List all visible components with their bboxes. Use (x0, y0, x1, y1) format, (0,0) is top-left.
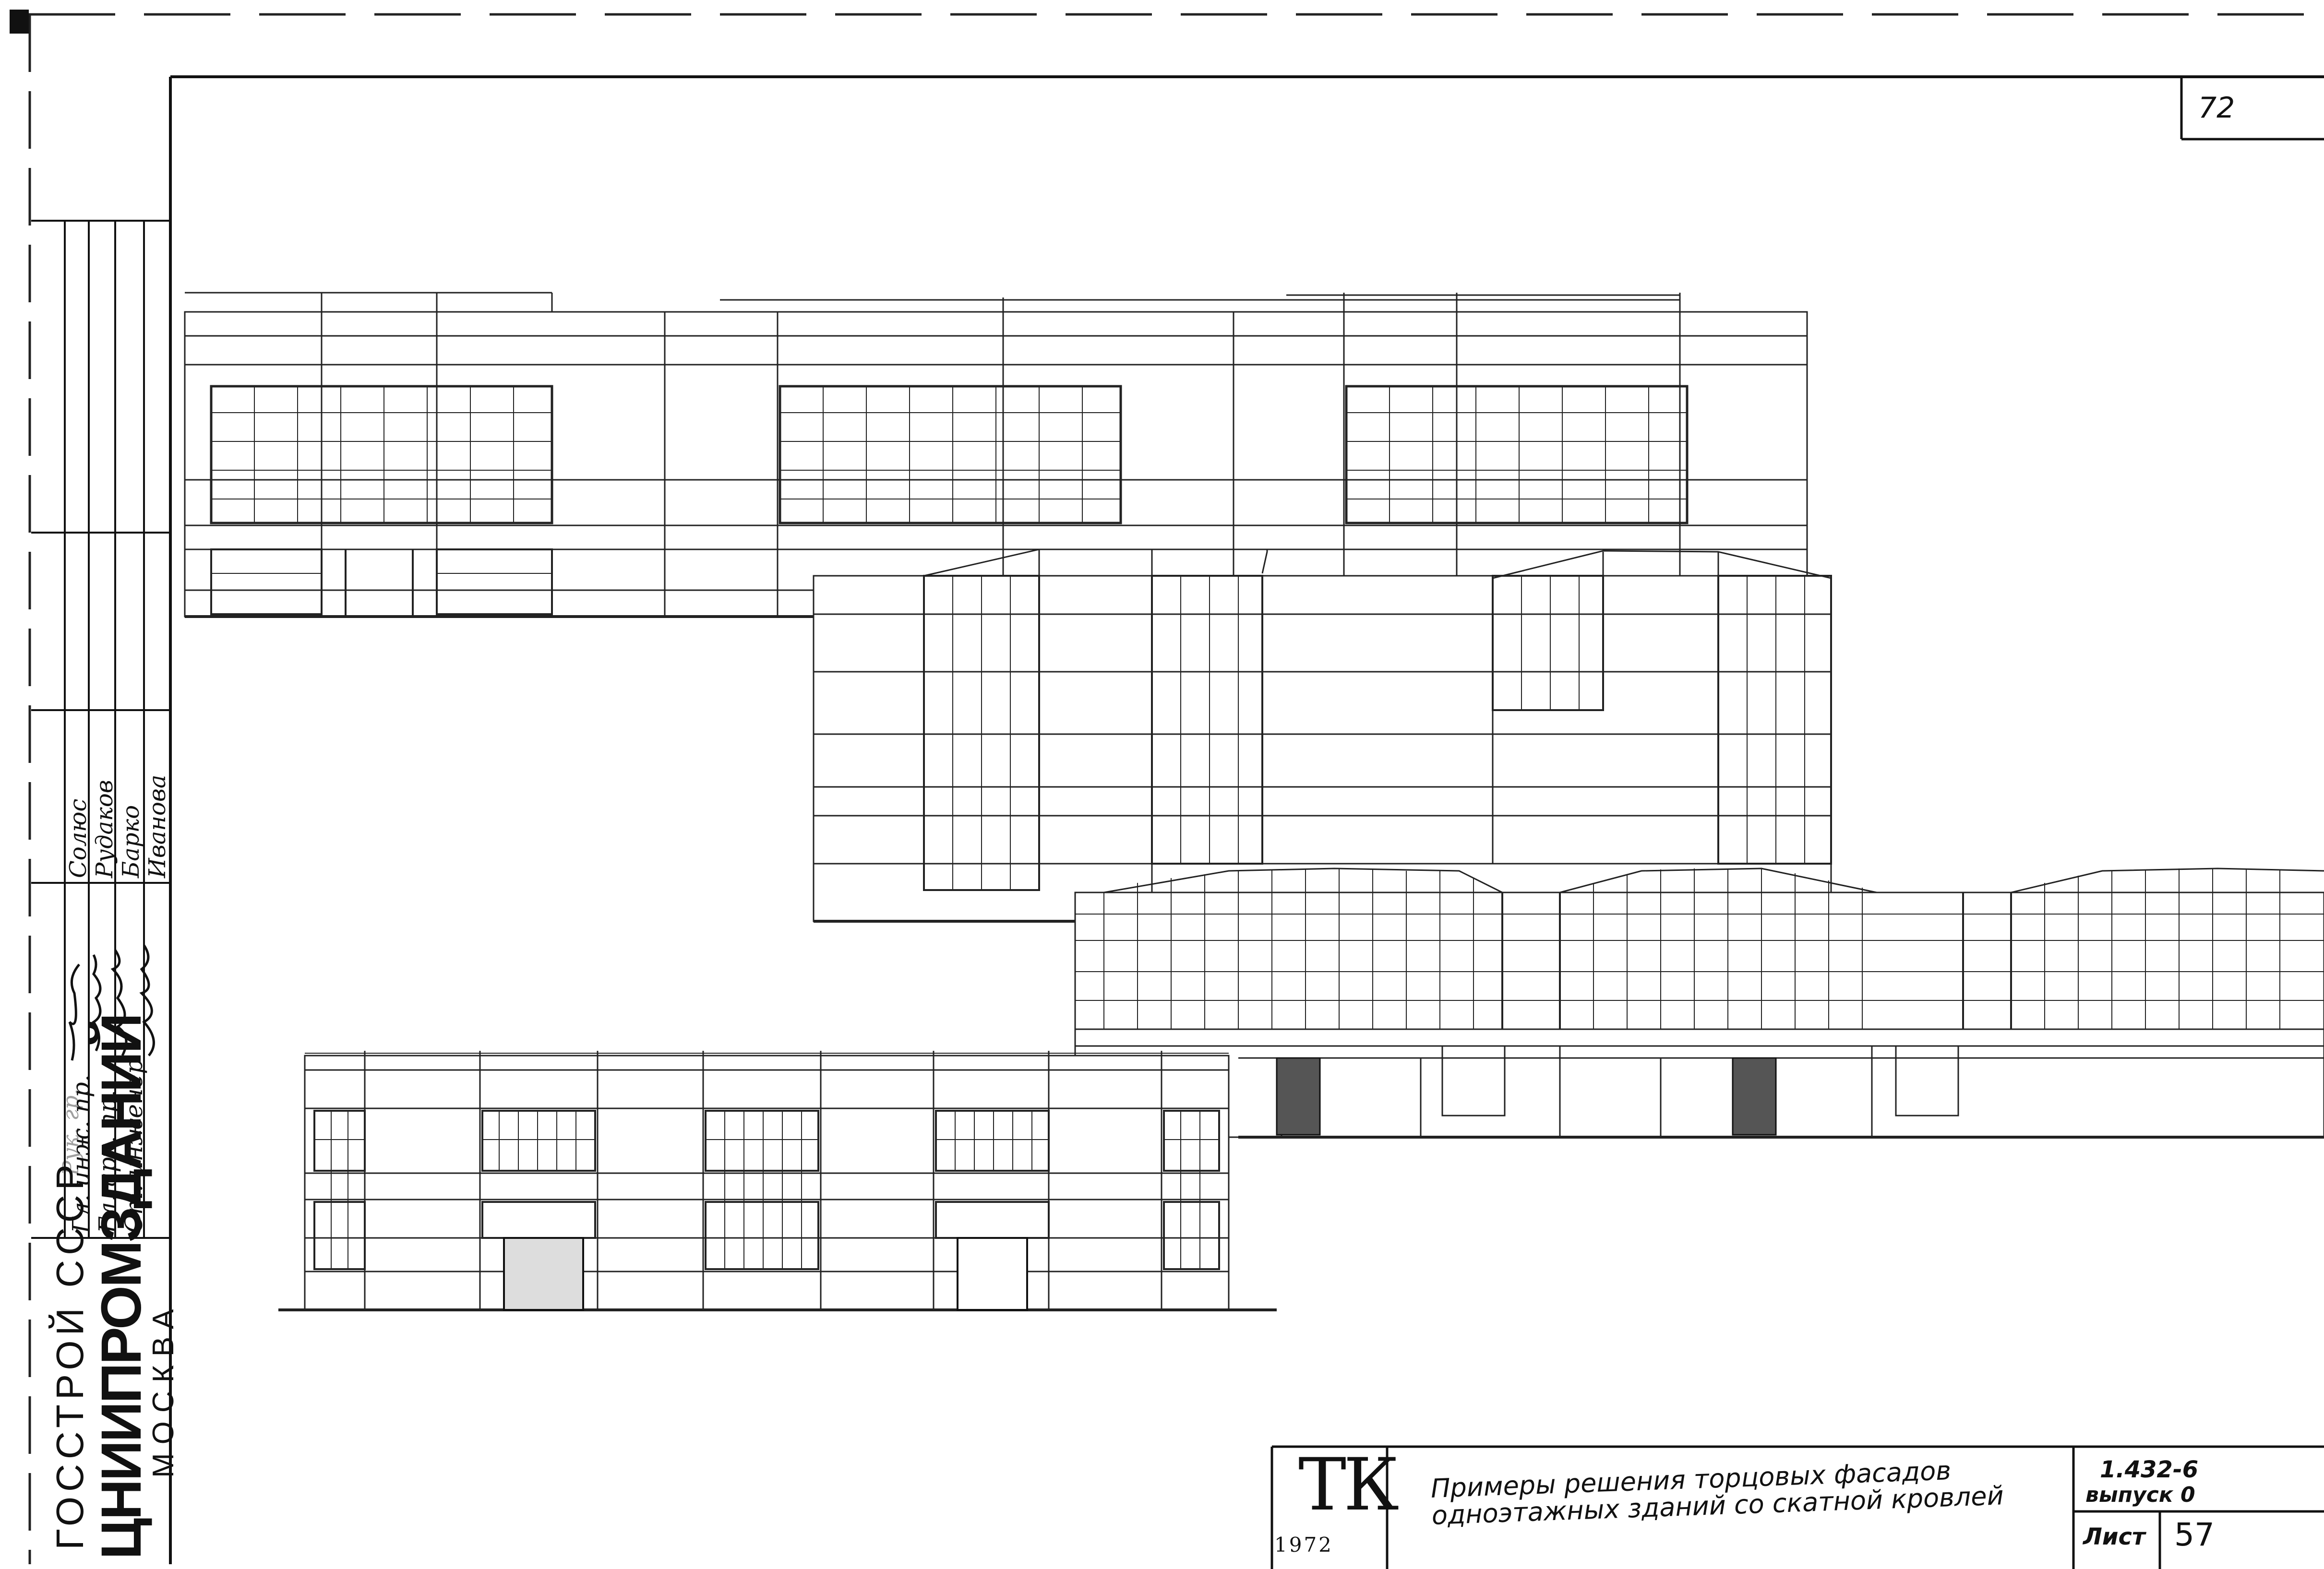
role-3: Гл. арх. пр. (94, 1090, 121, 1233)
name-3: Барко (118, 805, 144, 878)
city-label: МОСКВА (147, 1300, 180, 1478)
corner-mark (10, 10, 29, 34)
issue-label: выпуск 0 (2085, 1483, 2195, 1507)
sheet-label: Лист (2083, 1523, 2145, 1550)
name-4: Иванова (144, 774, 171, 878)
title-block-frame (1270, 1445, 2324, 1569)
signature-4 (139, 944, 155, 1057)
name-1: Солюс (65, 798, 92, 878)
signature-2 (92, 954, 102, 1052)
sheet-number: 57 (2174, 1516, 2215, 1553)
series-number: 1.432-6 (2100, 1456, 2199, 1483)
facade-lower-left (278, 1051, 1277, 1311)
facade-middle-gabled (813, 548, 1832, 923)
stamp-letters: ТК (1298, 1443, 1399, 1527)
signature-1 (68, 963, 80, 1061)
signature-3 (110, 949, 128, 1057)
signatures (68, 944, 155, 1061)
stamp-year: 1972 (1274, 1533, 1333, 1557)
facade-top (184, 292, 1808, 618)
sheet-corner-number: 72 (2198, 91, 2235, 125)
corner-number-box (2180, 77, 2324, 141)
name-2: Рудаков (91, 780, 118, 878)
facade-lower-right-arched (1074, 868, 2324, 1139)
